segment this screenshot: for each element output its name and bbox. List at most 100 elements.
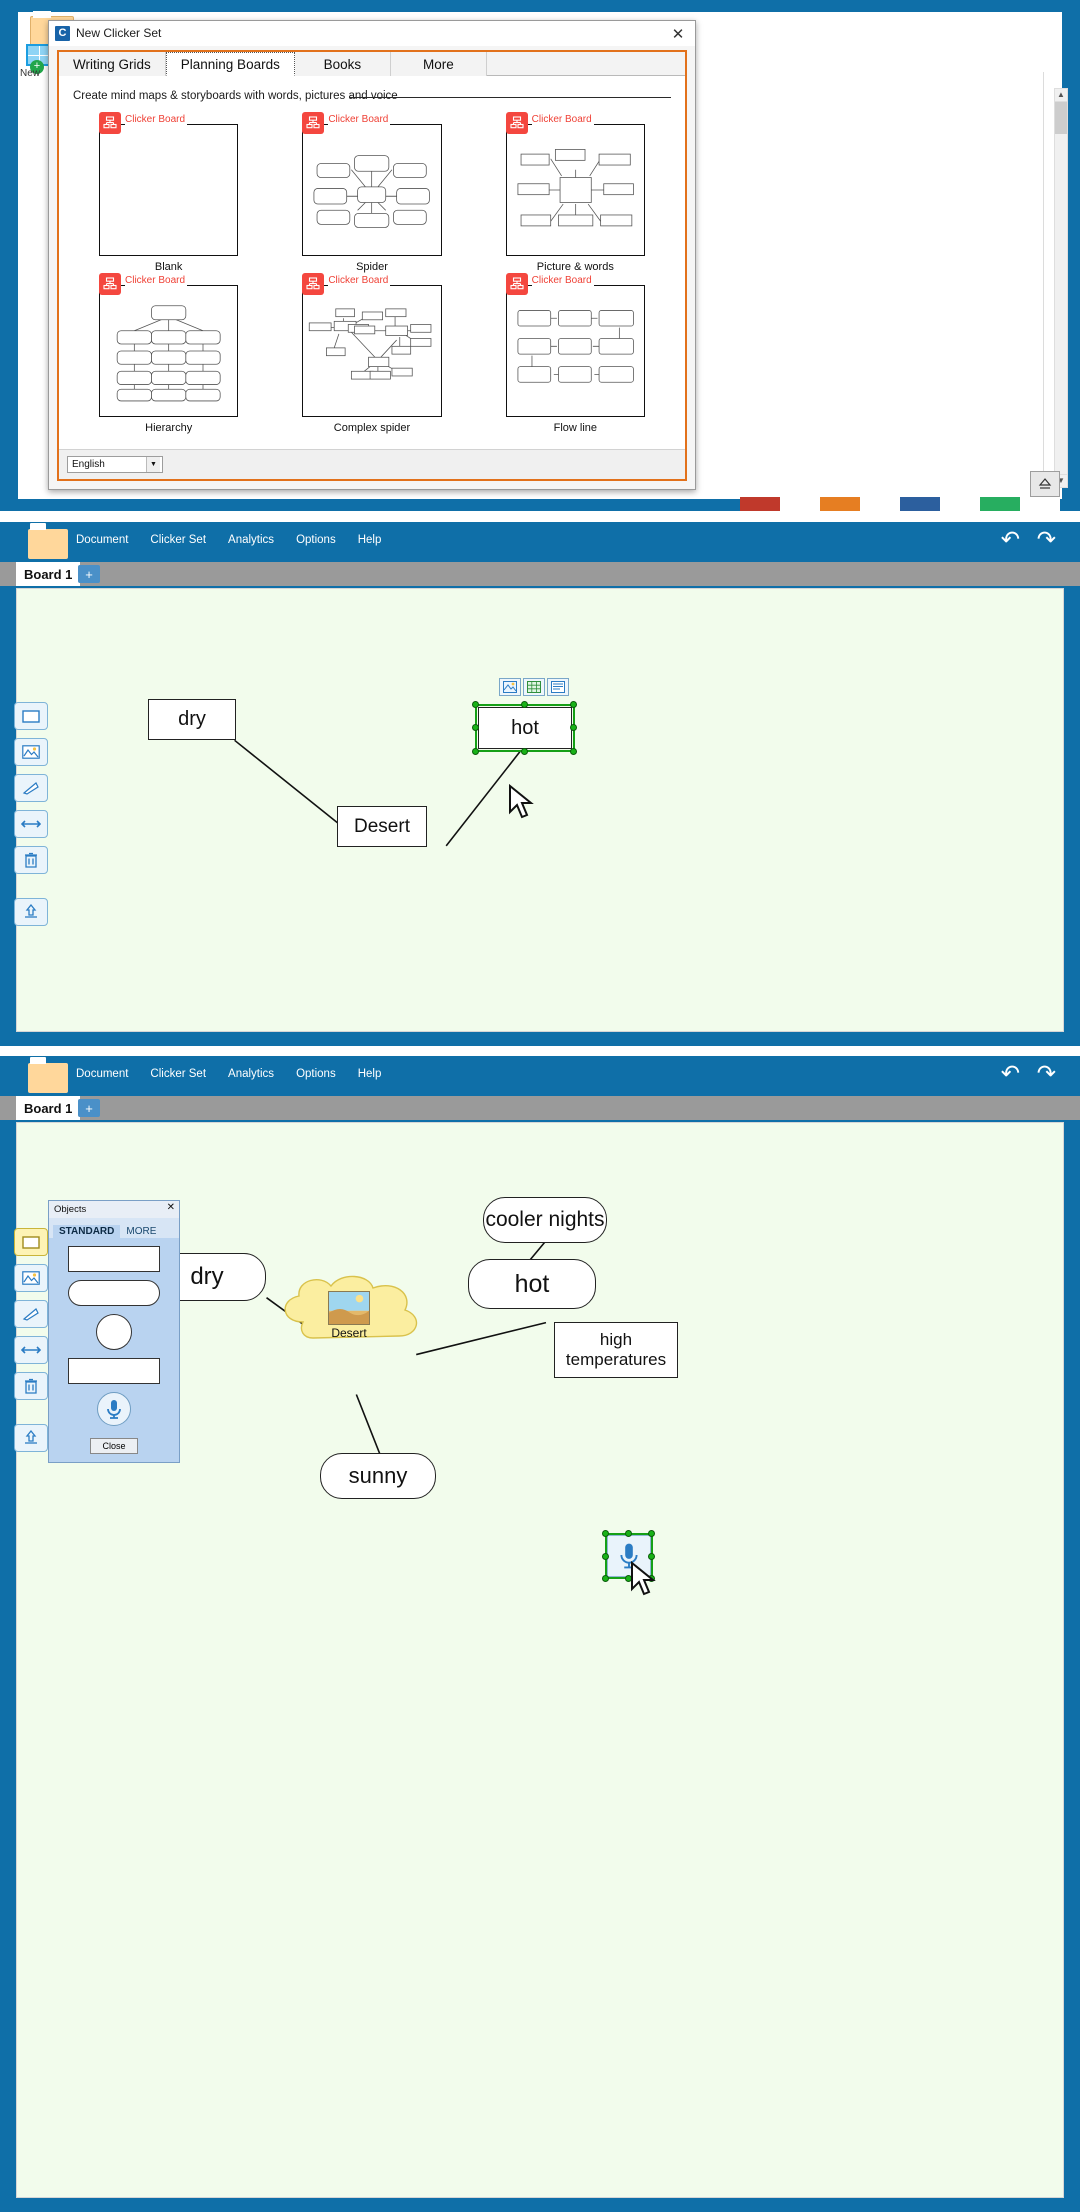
connect-tool[interactable] [14,1336,48,1364]
menu-item-clicker-set[interactable]: Clicker Set [150,1068,207,1080]
microphone-icon[interactable] [97,1392,131,1426]
template-badge-label: Clicker Board [328,114,391,125]
resize-handle[interactable] [570,748,577,755]
resize-handle[interactable] [570,724,577,731]
menu-item-options[interactable]: Options [296,1068,336,1080]
tab-more[interactable]: MORE [126,1226,157,1237]
tabstrip-filler [486,52,685,75]
resize-handle[interactable] [625,1530,632,1537]
template-thumb-flow-line[interactable] [505,285,645,417]
rounded-shape-option[interactable] [68,1280,160,1306]
resize-handle[interactable] [602,1575,609,1582]
rectangle-tool[interactable] [14,702,48,730]
picture-tool[interactable] [14,1264,48,1292]
tab-books[interactable]: Books [294,52,391,76]
template-thumb-complex-spider[interactable] [302,285,442,417]
chevron-down-icon[interactable]: ▼ [146,457,160,472]
template-card-hierarchy[interactable]: Clicker Board [73,273,264,434]
resize-handle[interactable] [521,748,528,755]
node-desert[interactable]: Desert [337,806,427,847]
template-thumb-spider[interactable] [302,124,442,256]
menu-item-options[interactable]: Options [296,534,336,546]
dialog-body: Writing Grids Planning Boards Books More… [57,50,687,481]
redo-icon[interactable]: ↷ [1036,526,1056,552]
close-icon[interactable]: ✕ [166,1202,175,1213]
collapse-ribbon-button[interactable] [1030,471,1060,497]
template-card-blank[interactable]: Clicker Board Blank [73,112,264,273]
add-board-button[interactable]: + [78,1099,100,1117]
tab-planning-boards[interactable]: Planning Boards [165,52,295,76]
rectangle-tool[interactable] [14,1228,48,1256]
resize-handle[interactable] [602,1553,609,1560]
template-card-complex-spider[interactable]: Clicker Board [276,273,467,434]
redo-icon[interactable]: ↷ [1035,12,1054,37]
tab-writing-grids[interactable]: Writing Grids [59,52,166,76]
board-canvas[interactable]: dry Desert hot [16,588,1064,1032]
node-cooler-nights[interactable]: cooler nights [483,1197,607,1243]
node-sunny[interactable]: sunny [320,1453,436,1499]
menu-item-help[interactable]: Help [357,534,382,546]
board-editor-window-1: Document Clicker Set Analytics Options H… [0,522,1080,1046]
template-thumb-blank[interactable] [99,124,239,256]
paint-tool[interactable] [14,1300,48,1328]
menu-item-help[interactable]: Help [357,1068,382,1080]
template-card-flow-line[interactable]: Clicker Board [480,273,671,434]
board-tab-1[interactable]: Board 1 [16,1096,81,1120]
add-icon[interactable]: + [30,60,44,74]
undo-icon[interactable]: ↶ [1000,1060,1020,1086]
folder-icon[interactable] [28,1057,68,1093]
node-hot[interactable]: hot [468,1259,596,1309]
desert-image[interactable] [328,1291,370,1325]
menu-item-document[interactable]: Document [76,1068,129,1080]
picture-icon[interactable] [499,678,521,696]
menu-item-clicker-set[interactable]: Clicker Set [150,534,207,546]
scroll-up-icon[interactable]: ▲ [1054,88,1068,102]
clicker-board-badge-icon [505,112,528,134]
menu-item-document[interactable]: Document [76,534,129,546]
folder-icon[interactable] [28,523,68,559]
add-board-button[interactable]: + [78,565,100,583]
menu-item-analytics[interactable]: Analytics [228,1068,275,1080]
node-high-temperatures[interactable]: high temperatures [554,1322,678,1378]
connector-lines [234,739,522,847]
resize-handle[interactable] [521,701,528,708]
delete-tool[interactable] [14,846,48,874]
resize-handle[interactable] [648,1530,655,1537]
list-icon[interactable] [547,678,569,696]
undo-icon[interactable]: ↶ [1000,526,1020,552]
share-tool[interactable] [14,898,48,926]
resize-handle[interactable] [602,1530,609,1537]
resize-handle[interactable] [570,701,577,708]
connect-tool[interactable] [14,810,48,838]
circle-shape-option[interactable] [96,1314,132,1350]
close-icon[interactable]: ✕ [671,26,685,43]
template-thumb-picture-words[interactable] [505,124,645,256]
template-card-picture-words[interactable]: Clicker Board [480,112,671,273]
tab-standard[interactable]: STANDARD [53,1225,121,1238]
picture-tool[interactable] [14,738,48,766]
language-select[interactable]: English ▼ [67,456,163,473]
resize-handle[interactable] [648,1553,655,1560]
template-card-spider[interactable]: Clicker Board [276,112,467,273]
node-dry[interactable]: dry [148,699,236,740]
resize-handle[interactable] [472,701,479,708]
rectangle-shape-option-2[interactable] [68,1358,160,1384]
scrollbar-track[interactable] [1054,88,1068,488]
template-badge-label: Clicker Board [125,114,188,125]
tab-more[interactable]: More [390,52,487,76]
grid-icon[interactable] [523,678,545,696]
board-canvas[interactable]: Desert cooler nights hot high temperatur… [16,1122,1064,2198]
rectangle-shape-option[interactable] [68,1246,160,1272]
paint-tool[interactable] [14,774,48,802]
redo-icon[interactable]: ↷ [1036,1060,1056,1086]
delete-tool[interactable] [14,1372,48,1400]
objects-panel-header: Objects ✕ [49,1201,179,1218]
objects-close-button[interactable]: Close [90,1438,138,1454]
board-tab-1[interactable]: Board 1 [16,562,81,586]
menu-item-analytics[interactable]: Analytics [228,534,275,546]
board-tab-bar: Board 1 + [0,562,1080,586]
resize-handle[interactable] [472,724,479,731]
template-thumb-hierarchy[interactable] [99,285,239,417]
share-tool[interactable] [14,1424,48,1452]
resize-handle[interactable] [472,748,479,755]
